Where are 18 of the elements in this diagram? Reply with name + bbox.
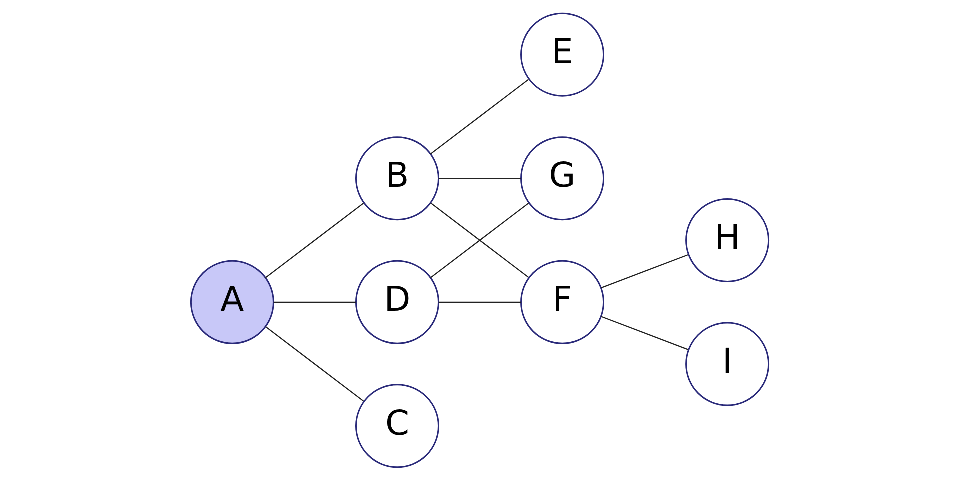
node-circle: H (686, 198, 770, 282)
connector (430, 202, 530, 278)
connector (265, 326, 364, 402)
node-circle: I (686, 322, 770, 406)
connector (274, 301, 356, 302)
connector (430, 78, 530, 154)
node-circle: G (520, 136, 605, 220)
node-circle: E (520, 12, 605, 96)
connector (601, 316, 688, 350)
node-circle: C (355, 384, 440, 468)
connector (601, 254, 688, 288)
node-circle: B (355, 136, 440, 220)
connector (265, 202, 364, 278)
connector (438, 301, 522, 302)
node-circle: A (190, 260, 274, 344)
node-circle: F (520, 260, 605, 344)
node-circle: D (355, 260, 440, 344)
connector (438, 178, 522, 179)
